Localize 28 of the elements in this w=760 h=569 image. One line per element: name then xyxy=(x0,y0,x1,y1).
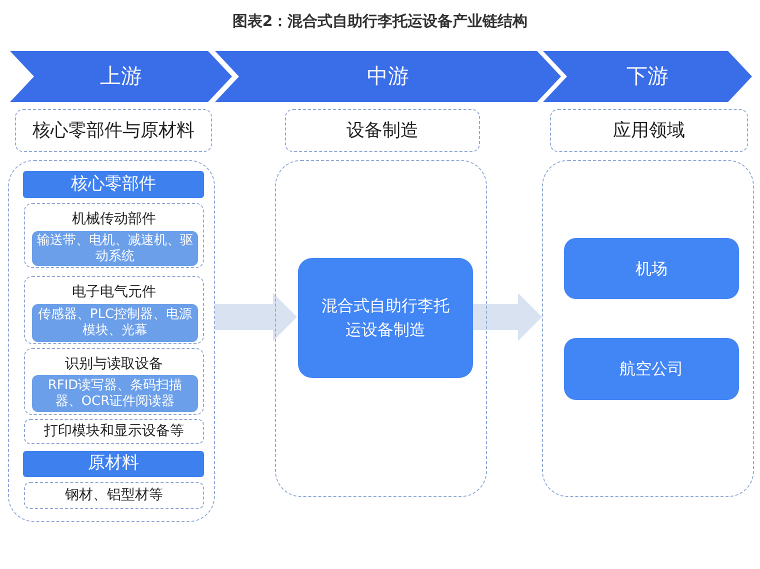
item-panel: 钢材、铝型材等 xyxy=(24,482,204,509)
dashed-panel xyxy=(8,160,215,522)
category-bar: 原材料 xyxy=(23,451,204,477)
category-bar: 核心零部件 xyxy=(23,171,204,198)
section-header: 设备制造 xyxy=(285,109,480,152)
process-box: 混合式自助行李托运设备制造 xyxy=(298,258,473,378)
item-list: 传感器、PLC控制器、电源模块、光幕 xyxy=(32,304,198,342)
group-panel xyxy=(24,203,204,268)
application-box: 机场 xyxy=(564,238,739,299)
dashed-panel xyxy=(275,160,487,497)
application-box: 航空公司 xyxy=(564,338,739,400)
item-list: RFID读写器、条码扫描器、OCR证件阅读器 xyxy=(32,375,198,412)
diagram-title: 图表2：混合式自助行李托运设备产业链结构 xyxy=(232,11,528,32)
group-heading: 识别与读取设备 xyxy=(65,355,163,374)
stage-banner: 中游 xyxy=(215,51,561,102)
item-list: 输送带、电机、减速机、驱动系统 xyxy=(32,231,198,266)
block-arrow xyxy=(472,293,542,341)
group-panel xyxy=(24,276,204,344)
group-heading: 机械传动部件 xyxy=(72,210,156,229)
section-header: 应用领域 xyxy=(550,109,748,152)
dashed-panel xyxy=(542,160,754,497)
item-panel: 打印模块和显示设备等 xyxy=(24,419,204,444)
group-heading: 电子电气元件 xyxy=(72,283,156,302)
stage-banner: 下游 xyxy=(543,51,752,102)
stage-banner: 上游 xyxy=(10,51,232,102)
group-panel xyxy=(24,348,204,415)
block-arrow xyxy=(215,293,297,341)
section-header: 核心零部件与原材料 xyxy=(15,109,212,152)
